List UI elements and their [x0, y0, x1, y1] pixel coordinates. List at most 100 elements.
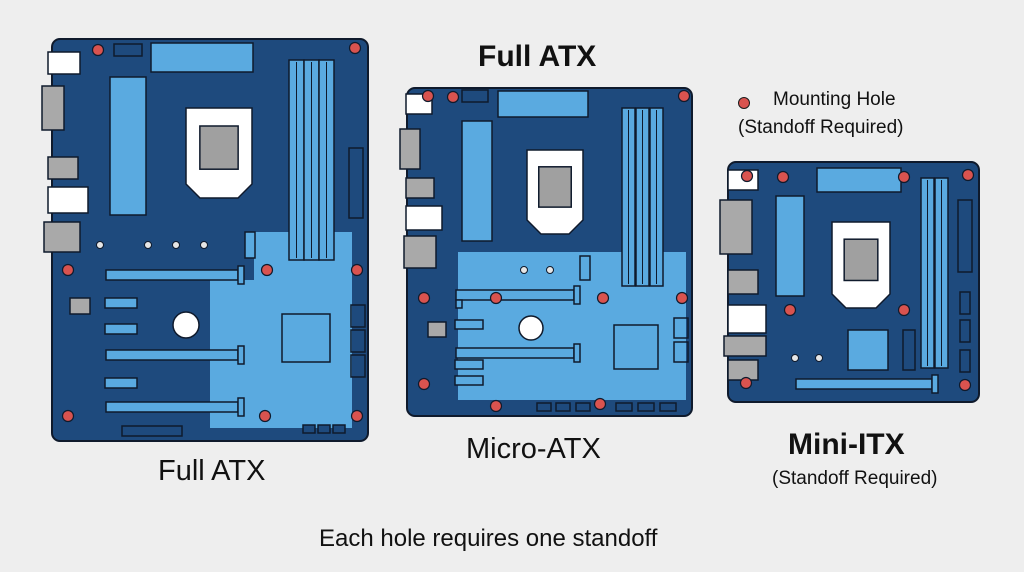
- cpu-die: [199, 125, 239, 170]
- vrm-heatsink: [775, 195, 805, 297]
- mounting-hole: [421, 89, 435, 103]
- solder-point: [546, 266, 554, 274]
- front-header: [659, 402, 677, 412]
- connector: [902, 329, 916, 371]
- chipset-heatsink: [816, 167, 902, 193]
- pcie-latch: [237, 265, 245, 285]
- io-port: [47, 51, 81, 75]
- mounting-hole: [489, 399, 503, 413]
- mounting-hole: [417, 377, 431, 391]
- full-atx-board: [41, 38, 369, 442]
- pci-slot: [454, 375, 484, 386]
- sata-port: [302, 424, 316, 434]
- front-header: [615, 402, 633, 412]
- io-port: [727, 269, 759, 295]
- mounting-hole: [348, 41, 362, 55]
- chipset-heatsink: [150, 42, 254, 73]
- mounting-hole: [596, 291, 610, 305]
- mounting-hole: [593, 397, 607, 411]
- vrm-heatsink: [109, 76, 147, 216]
- mounting-hole: [897, 303, 911, 317]
- micro-atx-label: Micro-ATX: [466, 433, 601, 465]
- mounting-hole: [675, 291, 689, 305]
- sata-port: [317, 424, 331, 434]
- mounting-hole: [776, 170, 790, 184]
- io-port: [399, 128, 421, 170]
- cmos-battery: [172, 311, 200, 339]
- solder-point: [144, 241, 152, 249]
- pcie-slot: [795, 378, 933, 390]
- mounting-hole: [350, 409, 364, 423]
- sata-port: [332, 424, 346, 434]
- io-port: [47, 186, 89, 214]
- pcie-latch: [573, 343, 581, 363]
- pci-slot: [454, 359, 484, 370]
- mounting-hole: [61, 409, 75, 423]
- pci-slot: [104, 297, 138, 309]
- sata-port: [959, 319, 971, 343]
- chipset: [847, 329, 889, 371]
- cmos-battery: [518, 315, 544, 341]
- vrm-heatsink: [461, 120, 493, 242]
- power-connector: [348, 147, 364, 219]
- pcie-latch: [931, 374, 939, 394]
- mounting-hole: [897, 170, 911, 184]
- sata-port: [555, 402, 571, 412]
- mini-itx-board: [719, 161, 980, 403]
- mounting-hole: [258, 409, 272, 423]
- mounting-hole: [677, 89, 691, 103]
- cpu-die: [843, 238, 879, 282]
- pcie-latch: [237, 397, 245, 417]
- sata-port: [575, 402, 591, 412]
- header-connector: [113, 43, 143, 57]
- pcie-latch: [455, 299, 463, 309]
- io-port: [405, 177, 435, 199]
- pci-slot: [104, 323, 138, 335]
- sata-port: [673, 341, 689, 363]
- solder-point: [520, 266, 528, 274]
- cpu-die: [538, 166, 572, 208]
- pci-slot: [454, 319, 484, 330]
- mounting-hole-legend-icon: [738, 97, 750, 109]
- chipset-zone: [458, 252, 686, 400]
- chipset-heatsink: [497, 90, 589, 118]
- pcie-slot: [105, 269, 239, 281]
- legend-line-2: (Standoff Required): [738, 117, 904, 138]
- chipset-zone: [210, 232, 352, 428]
- chipset: [281, 313, 331, 363]
- solder-point: [200, 241, 208, 249]
- connector: [579, 255, 591, 281]
- chipset: [613, 324, 659, 370]
- connector: [244, 231, 256, 259]
- solder-point: [791, 354, 799, 362]
- front-header: [121, 425, 183, 437]
- mounting-hole: [958, 378, 972, 392]
- mounting-hole: [961, 168, 975, 182]
- io-port: [727, 359, 759, 381]
- pcie-latch: [573, 285, 581, 305]
- small-chip: [427, 321, 447, 338]
- sata-port: [673, 317, 689, 339]
- io-port: [43, 221, 81, 253]
- sata-port: [350, 329, 366, 353]
- mounting-hole: [350, 263, 364, 277]
- sata-port: [959, 291, 971, 315]
- solder-point: [172, 241, 180, 249]
- pcie-latch: [237, 345, 245, 365]
- sata-port: [536, 402, 552, 412]
- mounting-hole: [91, 43, 105, 57]
- header-connector: [461, 89, 489, 103]
- small-chip: [69, 297, 91, 315]
- footer-note: Each hole requires one standoff: [319, 525, 658, 552]
- mounting-hole: [783, 303, 797, 317]
- solder-point: [96, 241, 104, 249]
- io-port: [47, 156, 79, 180]
- front-header: [637, 402, 655, 412]
- sata-port: [959, 349, 971, 373]
- diagram-heading: Full ATX: [478, 40, 597, 73]
- mounting-hole: [740, 169, 754, 183]
- mini-itx-sublabel: (Standoff Required): [772, 468, 938, 489]
- mounting-hole: [61, 263, 75, 277]
